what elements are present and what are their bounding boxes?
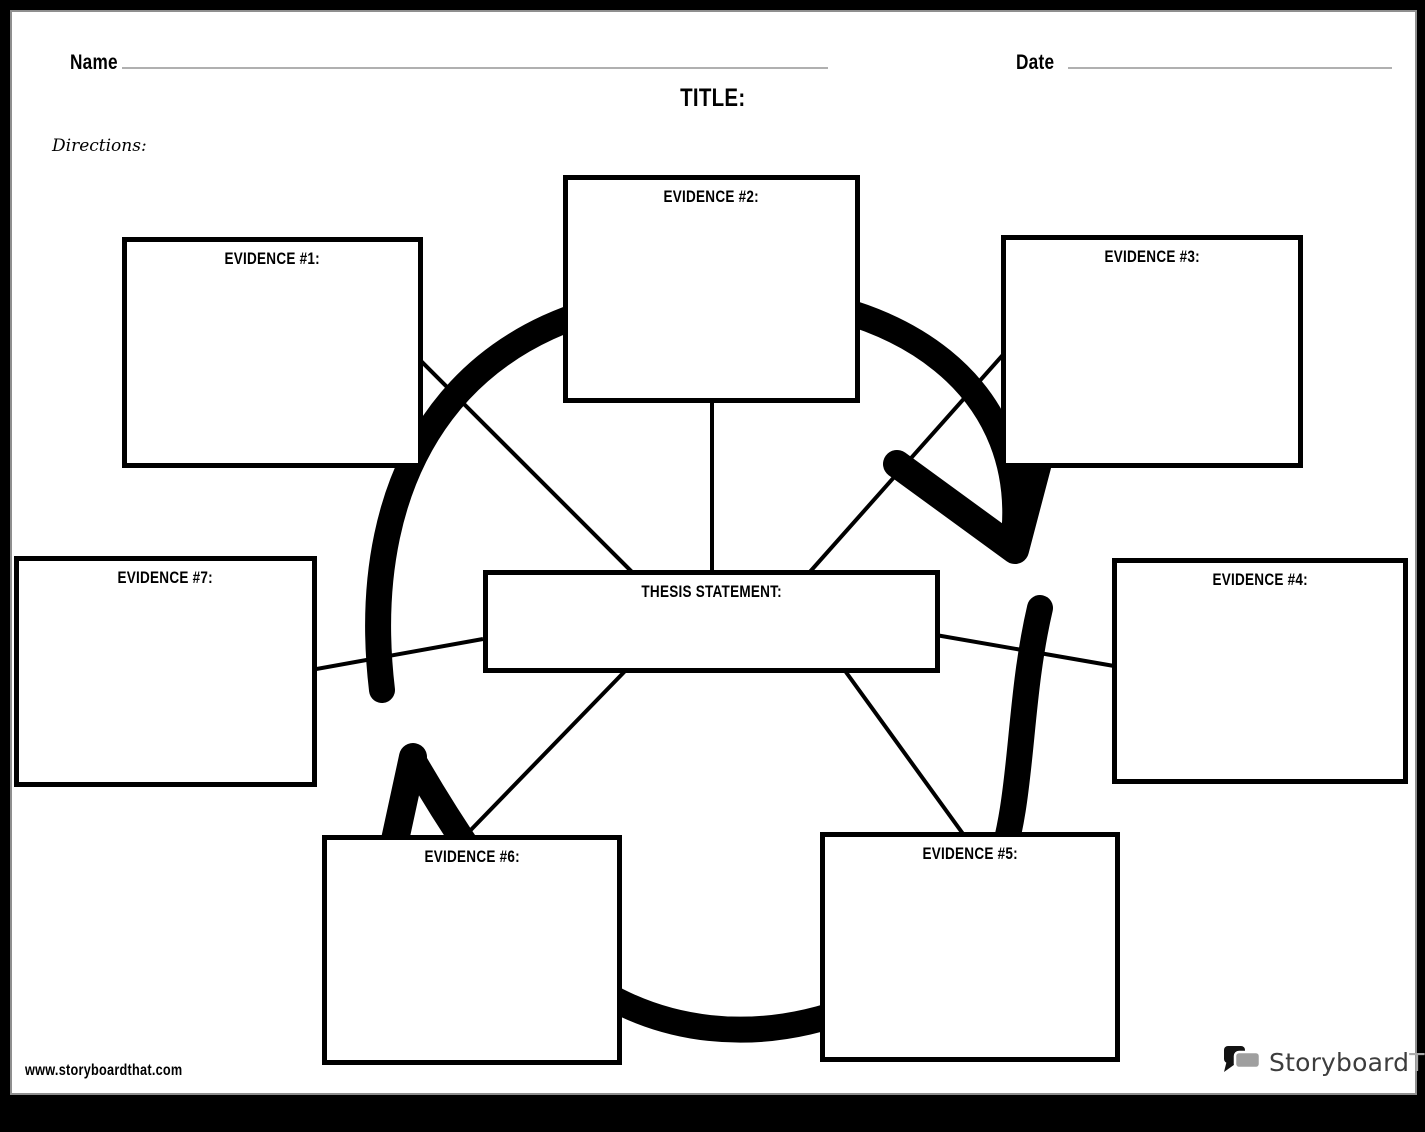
- thesis-statement-label: THESIS STATEMENT:: [641, 583, 782, 601]
- speech-bubbles-icon: [1224, 1046, 1262, 1072]
- evidence-box-3-label: EVIDENCE #3:: [1104, 248, 1200, 266]
- evidence-box-3[interactable]: EVIDENCE #3:: [1001, 235, 1303, 468]
- evidence-box-2[interactable]: EVIDENCE #2:: [563, 175, 860, 403]
- thesis-statement-box[interactable]: THESIS STATEMENT:: [483, 570, 940, 673]
- date-label: Date: [1016, 51, 1055, 74]
- website-url: www.storyboardthat.com: [25, 1062, 183, 1079]
- evidence-box-5-label: EVIDENCE #5:: [922, 845, 1018, 863]
- evidence-box-2-label: EVIDENCE #2:: [663, 188, 760, 206]
- evidence-box-5[interactable]: EVIDENCE #5:: [820, 832, 1120, 1062]
- title-label: TITLE:: [679, 84, 746, 112]
- evidence-box-4-label: EVIDENCE #4:: [1212, 571, 1308, 589]
- logo-text-that: That: [1409, 1047, 1425, 1077]
- evidence-box-6-label: EVIDENCE #6:: [424, 848, 520, 866]
- date-line[interactable]: [1068, 67, 1392, 69]
- evidence-box-4[interactable]: EVIDENCE #4:: [1112, 558, 1408, 784]
- evidence-box-1-label: EVIDENCE #1:: [224, 250, 321, 268]
- evidence-box-7[interactable]: EVIDENCE #7:: [14, 556, 317, 787]
- evidence-box-6[interactable]: EVIDENCE #6:: [322, 835, 622, 1065]
- directions-label: Directions:: [52, 136, 147, 156]
- name-label: Name: [70, 51, 118, 74]
- evidence-box-7-label: EVIDENCE #7:: [117, 569, 214, 587]
- logo-wordmark: StoryboardThat: [1269, 1048, 1425, 1077]
- evidence-box-1[interactable]: EVIDENCE #1:: [122, 237, 423, 468]
- storyboardthat-logo: StoryboardThat: [1222, 1044, 1425, 1080]
- name-line[interactable]: [122, 67, 828, 69]
- logo-text-storyboard: Storyboard: [1269, 1047, 1410, 1077]
